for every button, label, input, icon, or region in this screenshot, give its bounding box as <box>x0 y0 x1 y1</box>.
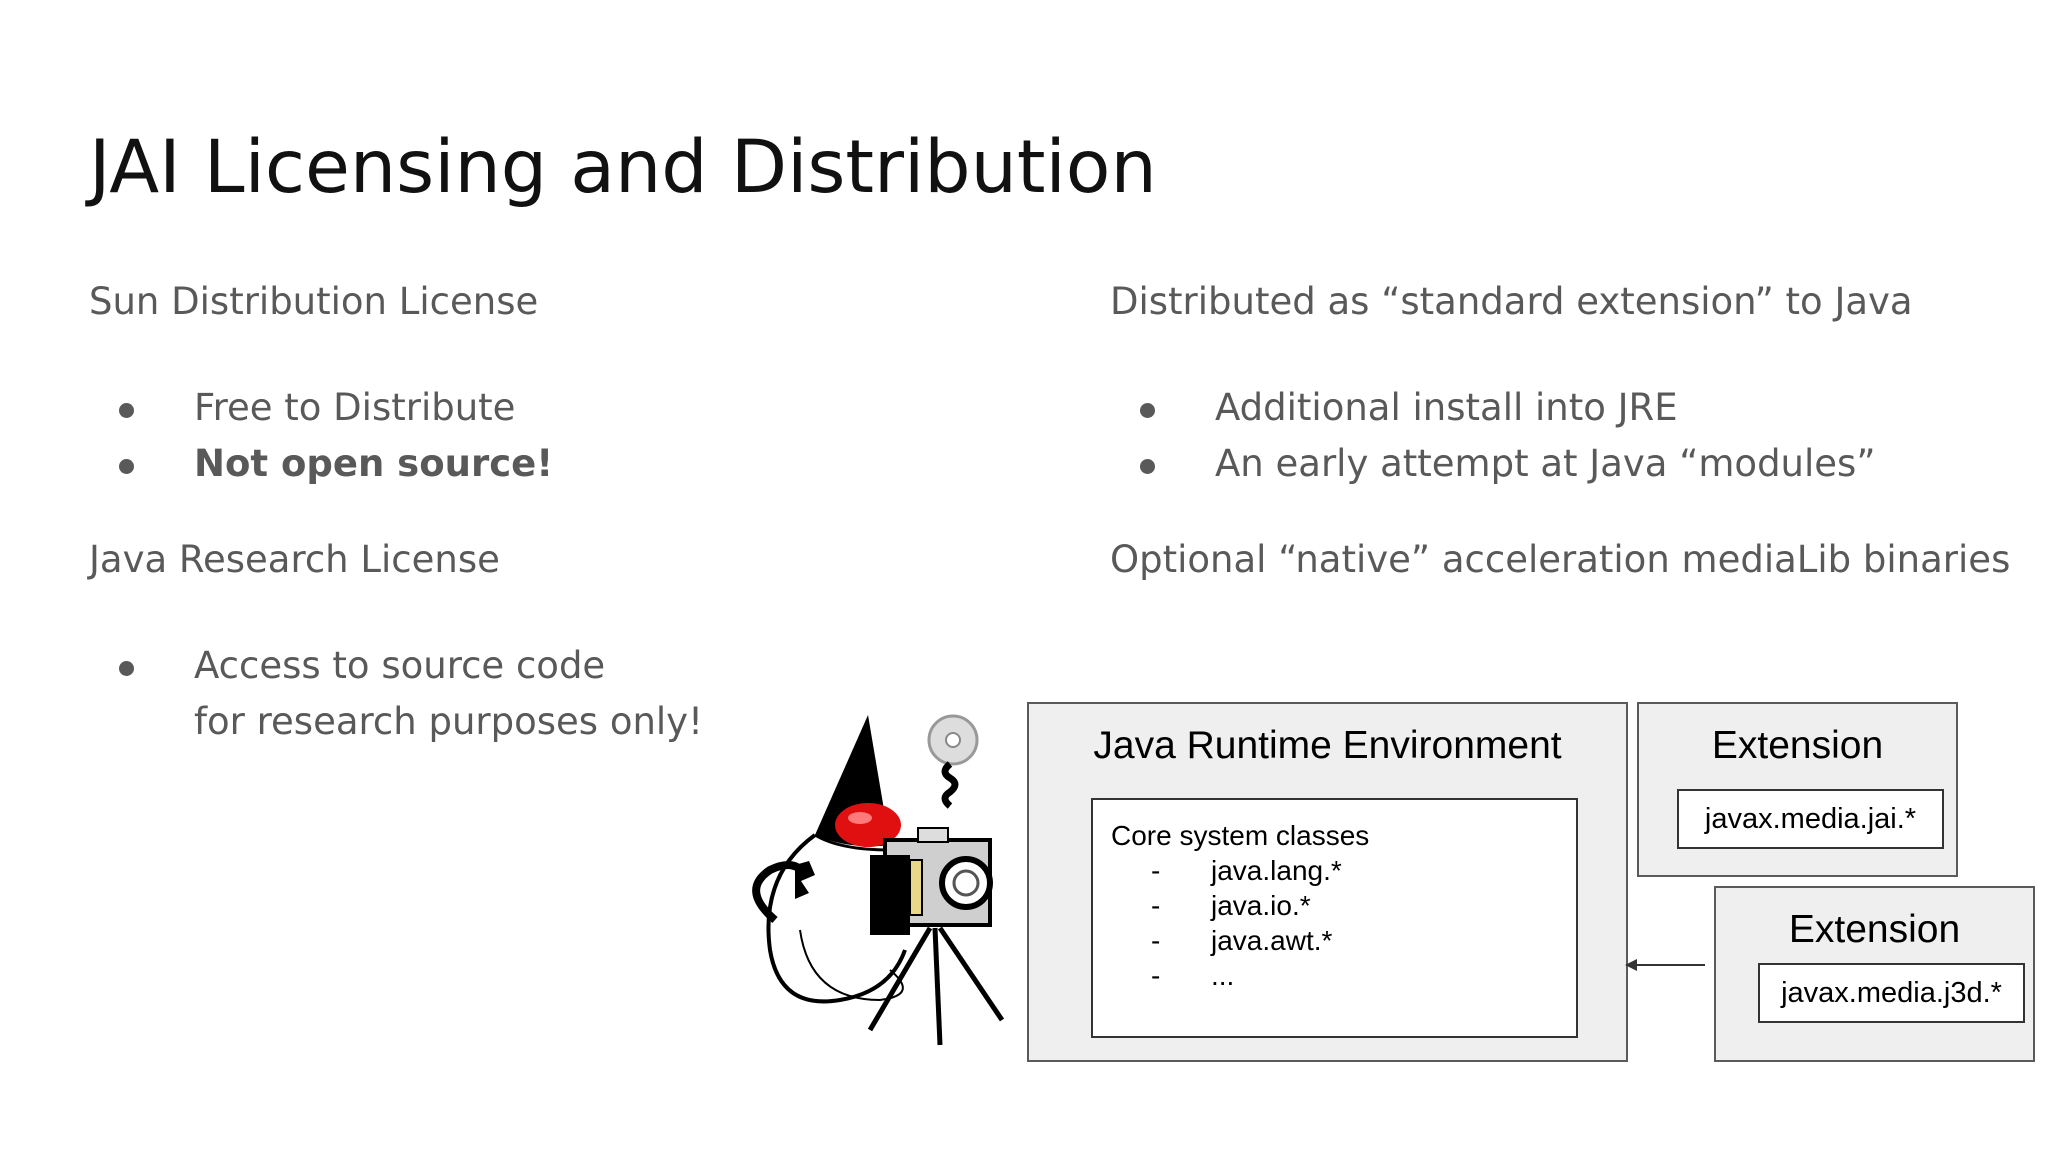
left-heading-research-license: Java Research License <box>89 538 500 581</box>
bullet-access-source: Access to source code for research purpo… <box>89 638 703 750</box>
bullet-text-line1: Access to source code <box>194 644 606 687</box>
slide-title: JAI Licensing and Distribution <box>89 125 1157 210</box>
list-item: - java.lang.* <box>1151 855 1342 886</box>
bullet-dot-icon <box>119 459 134 474</box>
arrow-left-icon <box>1625 959 1705 971</box>
right-heading-native-acceleration: Optional “native” acceleration mediaLib … <box>1110 538 2011 581</box>
duke-camera-mascot <box>752 714 1005 1046</box>
extension-title: Extension <box>1711 724 1884 767</box>
package-box-jai: javax.media.jai.* <box>1677 789 1944 849</box>
jre-title: Java Runtime Environment <box>1093 724 1562 767</box>
bullet-text: Free to Distribute <box>194 386 516 429</box>
bullet-additional-install: Additional install into JRE <box>1110 380 1876 436</box>
bullet-text: Additional install into JRE <box>1215 386 1678 429</box>
package-box-j3d: javax.media.j3d.* <box>1758 963 2025 1023</box>
bullet-text-line2: for research purposes only! <box>194 700 703 743</box>
bullet-dot-icon <box>119 403 134 418</box>
list-item: - java.awt.* <box>1151 925 1333 956</box>
bullet-dot-icon <box>1140 403 1155 418</box>
extension-box-j3d: Extension javax.media.j3d.* <box>1714 886 2035 1062</box>
bullet-not-open-source: Not open source! <box>89 436 553 492</box>
bullet-text: An early attempt at Java “modules” <box>1215 442 1876 485</box>
list-item: - java.io.* <box>1151 890 1311 921</box>
bullet-dot-icon <box>1140 459 1155 474</box>
bullet-early-modules: An early attempt at Java “modules” <box>1110 436 1876 492</box>
core-classes-box: Core system classes - java.lang.* - java… <box>1091 798 1578 1038</box>
left-bullets-research: Access to source code for research purpo… <box>89 638 703 750</box>
core-classes-list: Core system classes - java.lang.* - java… <box>1111 818 1369 993</box>
bullet-free-to-distribute: Free to Distribute <box>89 380 553 436</box>
right-heading-standard-extension: Distributed as “standard extension” to J… <box>1110 280 1913 323</box>
left-heading-sun-license: Sun Distribution License <box>89 280 539 323</box>
extension-box-jai: Extension javax.media.jai.* <box>1637 702 1958 877</box>
list-item: - ... <box>1151 960 1235 991</box>
extension-title: Extension <box>1788 908 1961 951</box>
bullet-dot-icon <box>119 661 134 676</box>
left-bullets-sun: Free to Distribute Not open source! <box>89 380 553 492</box>
bullet-text: Not open source! <box>194 442 554 485</box>
right-bullets: Additional install into JRE An early att… <box>1110 380 1876 492</box>
jre-box: Java Runtime Environment Core system cla… <box>1027 702 1628 1062</box>
package-label: javax.media.jai.* <box>1704 802 1917 835</box>
core-classes-heading: Core system classes <box>1111 820 1370 851</box>
package-label: javax.media.j3d.* <box>1781 976 2002 1009</box>
